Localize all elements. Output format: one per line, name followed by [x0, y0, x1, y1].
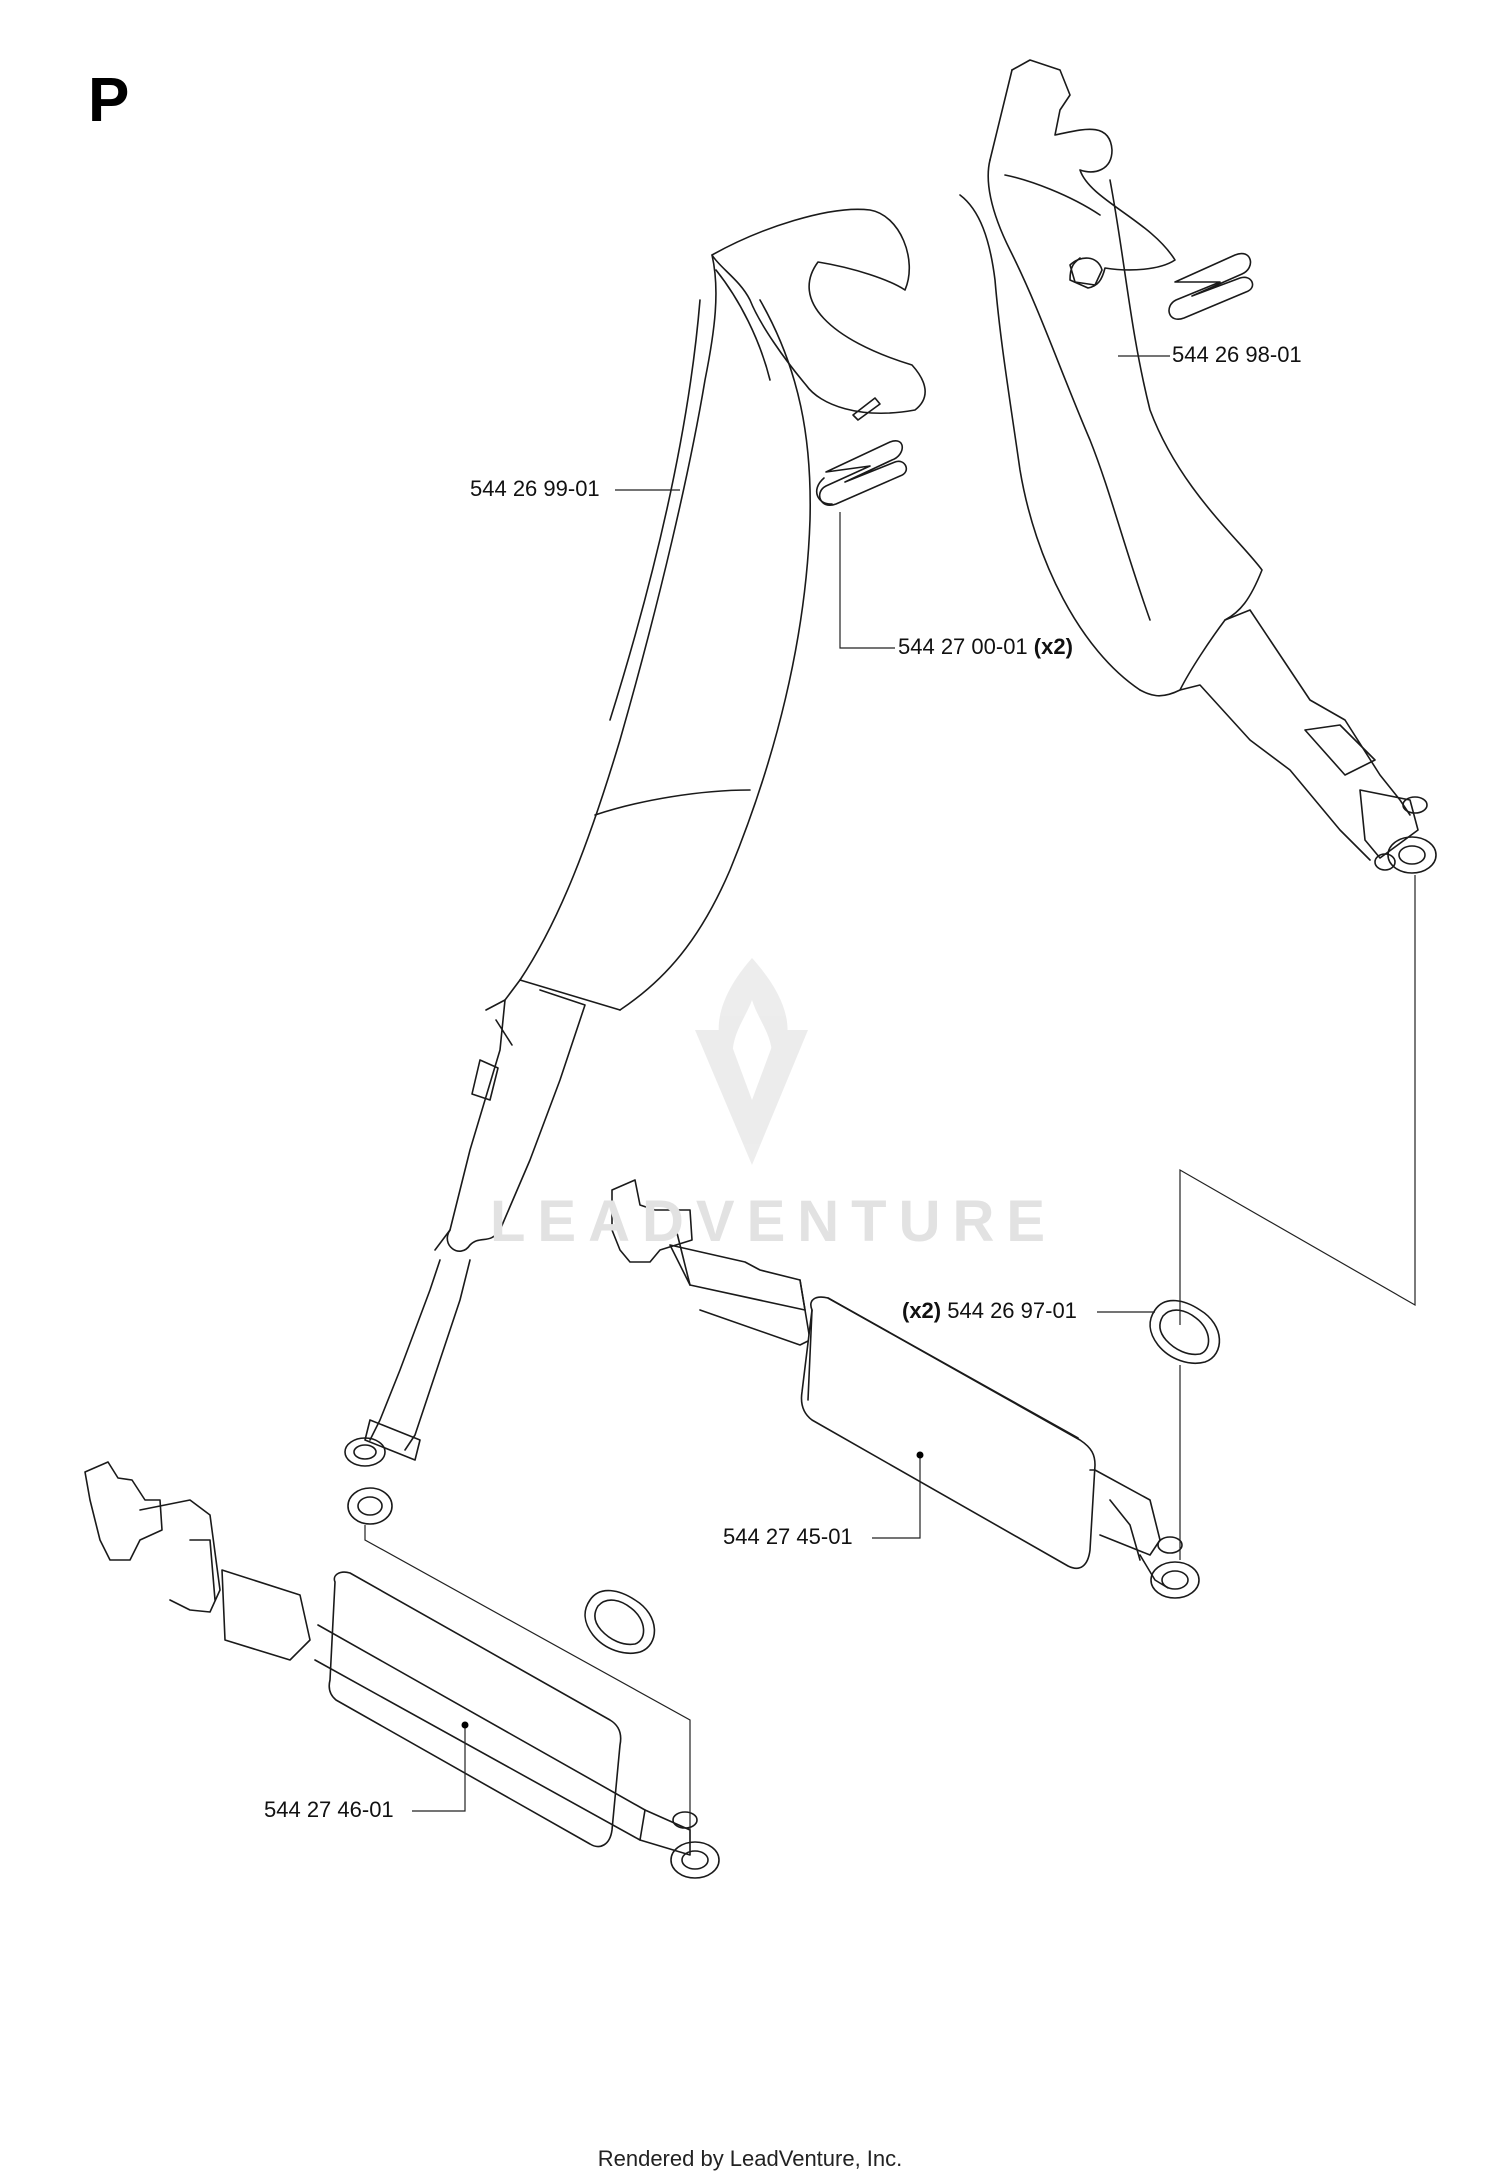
part-label-hip-pad-left: 544 27 46-01	[264, 1799, 394, 1821]
part-label-right-strap: 544 26 98-01	[1172, 344, 1302, 366]
footer-credit: Rendered by LeadVenture, Inc.	[597, 2146, 903, 2171]
hip-pad-right-part	[611, 1179, 1200, 1599]
part-number: 544 27 46-01	[264, 1797, 394, 1822]
part-label-hip-pad-right: 544 27 45-01	[723, 1526, 853, 1548]
watermark-brand: LEADVENTURE	[490, 1189, 1058, 1254]
section-letter: P	[88, 66, 130, 135]
strap-clip-part	[815, 440, 908, 506]
part-number: 544 26 97-01	[947, 1298, 1077, 1323]
part-quantity: (x2)	[1033, 634, 1073, 659]
part-number: 544 26 98-01	[1172, 342, 1302, 367]
part-quantity: (x2)	[902, 1298, 942, 1323]
part-label-d-ring: (x2) 544 26 97-01	[902, 1300, 1077, 1322]
shoulder-strap-part	[344, 208, 926, 1525]
flame-v-logo-icon	[695, 958, 808, 1165]
d-ring-part	[584, 1299, 1221, 1654]
part-label-shoulder-strap: 544 26 99-01	[470, 478, 600, 500]
part-number: 544 26 99-01	[470, 476, 600, 501]
strap-clip-right-part	[1168, 252, 1254, 320]
leader-lines	[364, 355, 1416, 1840]
part-number: 544 27 00-01	[898, 634, 1028, 659]
part-number: 544 27 45-01	[723, 1524, 853, 1549]
hip-pad-left-part	[84, 1461, 720, 1879]
right-shoulder-strap-part	[959, 59, 1437, 874]
part-label-clip: 544 27 00-01 (x2)	[898, 636, 1073, 658]
